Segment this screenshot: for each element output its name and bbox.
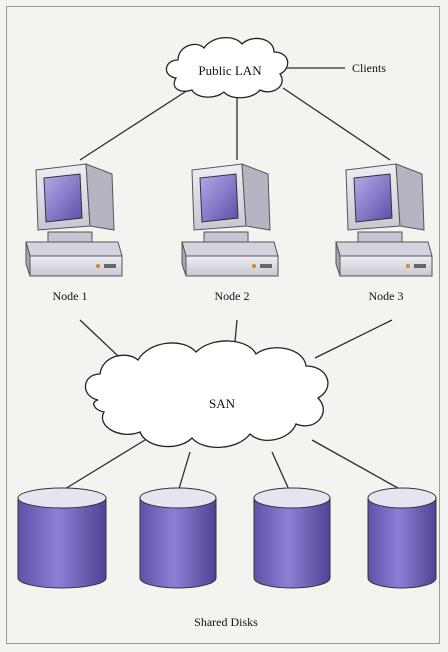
public-lan-cloud: Public LAN	[165, 37, 289, 99]
san-disk4-line	[311, 439, 406, 493]
node1-computer	[25, 163, 123, 277]
lan-node1-line	[79, 89, 189, 161]
disk-1	[17, 487, 107, 589]
shared-disks-label: Shared Disks	[194, 615, 258, 629]
node3-label: Node 3	[369, 289, 404, 303]
san-disk1-line	[59, 439, 146, 493]
disk-3	[253, 487, 331, 589]
node2-label: Node 2	[215, 289, 250, 303]
san-disk3-line	[271, 451, 291, 493]
san-cloud: SAN	[84, 340, 329, 449]
public-lan-label: Public LAN	[198, 63, 262, 78]
disk-4	[367, 487, 437, 589]
san-disk2-line	[177, 451, 191, 493]
san-label: SAN	[209, 396, 236, 411]
node2-computer	[181, 163, 279, 277]
disk-2	[139, 487, 217, 589]
lan-node3-line	[282, 87, 391, 161]
clients-label: Clients	[352, 61, 386, 75]
node3-computer	[335, 163, 433, 277]
figure-frame	[6, 6, 440, 644]
node3-san-line	[314, 319, 393, 359]
node1-label: Node 1	[53, 289, 88, 303]
